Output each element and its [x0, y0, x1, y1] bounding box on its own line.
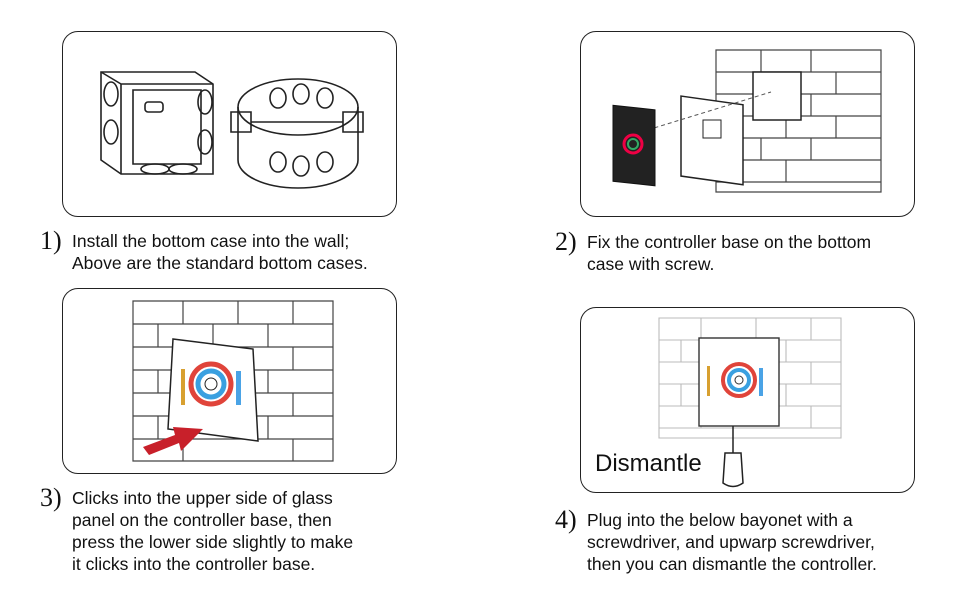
panel-fix-base [580, 31, 915, 217]
fix-base-illustration [612, 49, 882, 193]
step-2-text: Fix the controller base on the bottom ca… [587, 232, 872, 274]
panel-dismantle: Dismantle [580, 307, 915, 493]
step-2-number: 2) [555, 227, 577, 256]
panel-bottom-cases [62, 31, 397, 217]
screwdriver-icon [722, 426, 744, 488]
step-2-caption: 2) Fix the controller base on the bottom… [555, 227, 935, 281]
click-glass-illustration [132, 300, 334, 462]
step-1-caption: 1) Install the bottom case into the wall… [40, 226, 420, 280]
dismantle-illustration [658, 317, 842, 488]
dismantle-label: Dismantle [595, 450, 702, 477]
step-3-text: Clicks into the upper side of glass pane… [72, 488, 354, 574]
push-arrow-icon [143, 427, 203, 455]
step-1-number: 1) [40, 226, 62, 255]
step-4-caption: 4) Plug into the below bayonet with a sc… [555, 505, 945, 581]
step-3-caption: 3) Clicks into the upper side of glass p… [40, 483, 420, 583]
bottom-cases-illustration [100, 71, 364, 189]
step-1-text: Install the bottom case into the wall; A… [72, 231, 368, 273]
step-3-number: 3) [40, 483, 62, 512]
step-4-text: Plug into the below bayonet with a screw… [587, 510, 877, 574]
panel-click-glass [62, 288, 397, 474]
step-4-number: 4) [555, 505, 577, 534]
